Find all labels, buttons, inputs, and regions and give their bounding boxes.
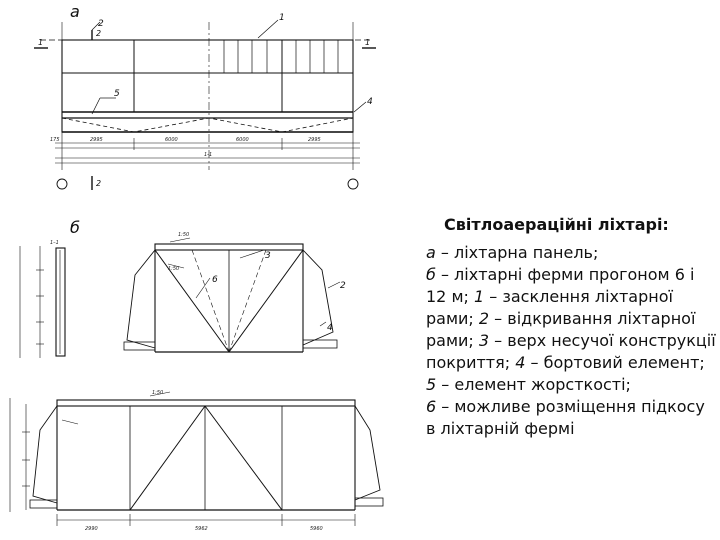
figure-a-letter: а (70, 2, 80, 21)
caption-body: а – ліхтарна панель; б – ліхтарні ферми … (426, 243, 716, 438)
dim-a-6: 175 (50, 137, 60, 143)
dim-a-4: 2995 (308, 137, 321, 143)
caption-key-1: 1 (474, 287, 485, 306)
slope-b-1: 1:50 (178, 232, 189, 238)
caption-text-a: – ліхтарна панель; (435, 243, 599, 262)
callout-4-b: 4 (327, 323, 333, 333)
caption-text-3: – верх несучої конструкції покриття; (426, 331, 716, 372)
callout-2-a: 2 (98, 19, 104, 29)
caption-text-6: – можливе розміщення підкосу в ліхтарній… (426, 397, 705, 438)
caption-title: Світлоаераційні ліхтарі: (444, 215, 669, 234)
caption-key-2: 2 (478, 309, 490, 328)
caption-text-1: – засклення ліхтарної рами; (426, 287, 673, 328)
figure-a-panel: а (34, 2, 376, 190)
callout-4-a: 4 (367, 97, 373, 107)
dim-b-2: 5962 (195, 526, 208, 532)
callout-6-b: 6 (212, 275, 218, 285)
slope-b-3: 1:50 (152, 390, 163, 396)
caption-text-2: – відкривання ліхтарної рами; (426, 309, 696, 350)
caption-text-b: – ліхтарні ферми прогоном 6 і 12 м; (426, 265, 695, 306)
dim-a-3: 6000 (236, 137, 249, 143)
dim-b-1: 2990 (85, 526, 98, 532)
caption-text-5: – елемент жорсткості; (436, 375, 631, 394)
callout-5-a: 5 (114, 89, 120, 99)
caption-key-b: б (426, 265, 436, 284)
callout-1-a: 1 (279, 13, 285, 23)
figure-b-trusses: б (9, 218, 384, 526)
section-mark-1-right: 1 (365, 38, 370, 47)
dim-a-5: 1-1 (204, 152, 212, 158)
section-label-b: 1–1 (50, 240, 59, 246)
caption-key-6: 6 (426, 397, 437, 416)
dim-a-2: 6000 (165, 137, 178, 143)
section-mark-1-left: 1 (38, 38, 43, 47)
section-mark-2-bottom: 2 (96, 179, 101, 188)
callout-3-b: 3 (265, 251, 271, 261)
slope-b-2: 1:50 (168, 266, 179, 272)
dim-b-3: 5960 (310, 526, 323, 532)
caption-key-3: 3 (478, 331, 490, 350)
dim-a-1: 2995 (90, 137, 103, 143)
figure-caption: Світлоаераційні ліхтарі: а – ліхтарна па… (426, 214, 718, 440)
section-mark-2-top: 2 (96, 29, 101, 38)
caption-text-4: – бортовий елемент; (525, 353, 705, 372)
figure-b-letter: б (70, 218, 80, 237)
caption-key-4: 4 (515, 353, 526, 372)
callout-2-b: 2 (340, 281, 346, 291)
caption-key-5: 5 (426, 375, 437, 394)
caption-key-a: а (426, 243, 436, 262)
